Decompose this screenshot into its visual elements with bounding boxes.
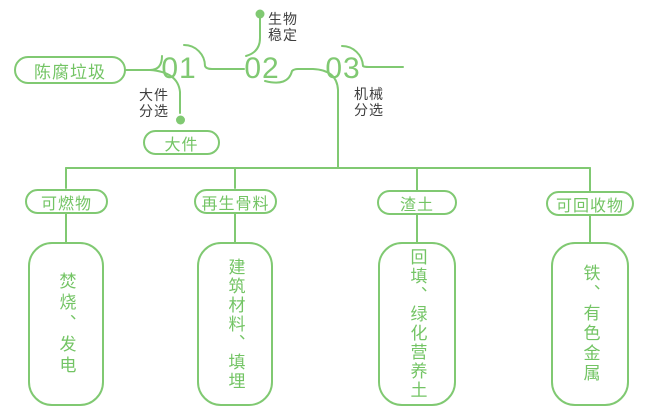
bulky-output-node: 大件: [143, 130, 220, 155]
wire-01-to-bulky: [149, 69, 181, 114]
label-bulky-sorting: 大件 分选: [139, 87, 169, 119]
node-dot-bulky: [176, 115, 185, 125]
box-slag-soil-disposal: 回填、绿化营养土: [378, 242, 456, 406]
wire-01-to-02: [183, 44, 245, 70]
source-node: 陈腐垃圾: [14, 56, 126, 84]
pill-slag-soil: 渣土: [377, 190, 457, 215]
step-number-02: 02: [244, 52, 280, 85]
step-number-03: 03: [325, 52, 361, 85]
pill-recycled-aggregate: 再生骨料: [194, 189, 277, 214]
step-number-01: 01: [161, 52, 197, 85]
box-recyclables-text: 铁、有色金属: [580, 264, 600, 384]
box-aggregate-disposal: 建筑材料、填埋: [197, 242, 273, 406]
box-slag-soil-text: 回填、绿化营养土: [407, 248, 427, 400]
box-combustibles-text: 焚烧、发电: [56, 271, 76, 377]
wire-03-tail: [341, 44, 404, 68]
wire-bio-stem: [245, 17, 261, 57]
label-bio-stabilization: 生物 稳定: [268, 11, 298, 43]
box-recyclables-disposal: 铁、有色金属: [551, 242, 629, 406]
pill-combustibles: 可燃物: [25, 189, 108, 214]
wire-02-to-03-drop: [264, 68, 339, 169]
box-aggregate-text: 建筑材料、填埋: [225, 257, 245, 391]
node-dot-bio: [255, 9, 265, 19]
label-mechanical-sorting: 机械 分选: [354, 86, 384, 118]
box-combustibles-disposal: 焚烧、发电: [28, 242, 104, 406]
pill-recyclables: 可回收物: [546, 191, 634, 216]
